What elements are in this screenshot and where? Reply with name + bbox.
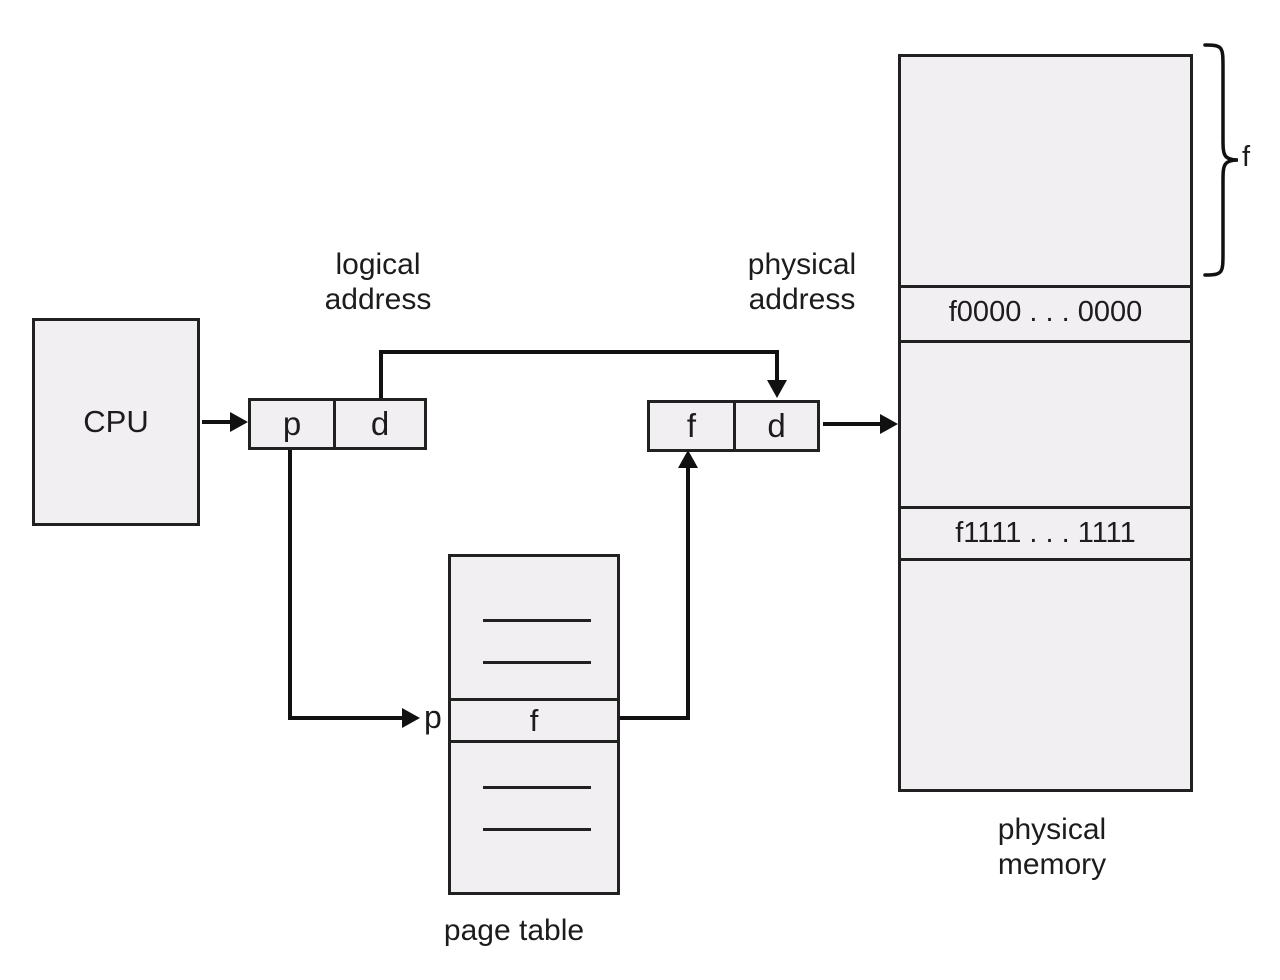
- logical-address-caption-line2: address: [324, 283, 432, 316]
- physical-memory-caption: physical memory: [952, 812, 1152, 882]
- p-to-page-table-line-down: [288, 450, 292, 718]
- physical-address-register: f d: [647, 400, 820, 452]
- page-table-selected-entry: f: [529, 703, 539, 738]
- frame-brace-label: f: [1242, 141, 1251, 173]
- memory-frame-divider: [901, 558, 1190, 561]
- page-table-box: f: [448, 554, 620, 895]
- page-table-entry-line: [483, 619, 591, 622]
- physical-memory-box: f0000 . . . 0000 f1111 . . . 1111: [898, 54, 1193, 792]
- logical-address-cells: p d: [251, 401, 424, 447]
- physical-to-memory-arrowhead-icon: [880, 414, 898, 434]
- physical-address-caption-line1: physical: [747, 248, 857, 281]
- memory-frame-start-address: f0000 . . . 0000: [948, 296, 1143, 328]
- frame-brace-icon: [1203, 43, 1239, 277]
- entry-to-frame-arrowhead-icon: [678, 450, 698, 468]
- logical-page-field: p: [251, 401, 336, 447]
- memory-frame-divider: [901, 506, 1190, 509]
- page-table-caption: page table: [443, 914, 585, 947]
- physical-address-caption-line2: address: [748, 283, 856, 316]
- p-to-page-table-line-across: [288, 716, 404, 720]
- physical-memory-caption-line1: physical: [997, 813, 1107, 846]
- memory-frame-divider: [901, 285, 1190, 288]
- cpu-to-logical-arrowhead-icon: [230, 412, 248, 432]
- logical-offset-field: d: [370, 405, 390, 442]
- page-table-entry-line: [483, 828, 591, 831]
- logical-to-physical-arrowhead-icon: [767, 380, 787, 398]
- page-table-entry-divider: [451, 740, 617, 743]
- cpu-to-logical-arrow-line: [202, 420, 232, 424]
- entry-to-frame-line-up: [686, 466, 690, 720]
- logical-address-caption-line1: logical: [335, 248, 421, 281]
- physical-frame-field: f: [650, 403, 736, 449]
- page-table-entry-line: [483, 661, 591, 664]
- physical-to-memory-arrow-line: [823, 422, 883, 426]
- memory-frame-end-address: f1111 . . . 1111: [955, 517, 1136, 549]
- logical-address-register: p d: [248, 398, 427, 450]
- logical-address-caption: logical address: [298, 247, 458, 317]
- page-table-entry-line: [483, 786, 591, 789]
- cpu-box: CPU: [32, 318, 200, 526]
- entry-to-frame-line-across: [620, 716, 690, 720]
- physical-offset-field: d: [767, 407, 786, 444]
- logical-to-physical-line-across: [379, 350, 779, 354]
- logical-to-physical-line-down: [775, 350, 779, 382]
- p-to-page-table-arrowhead-icon: [402, 708, 420, 728]
- logical-to-physical-line-up: [379, 352, 383, 398]
- memory-frame-divider: [901, 340, 1190, 343]
- physical-memory-caption-line2: memory: [997, 848, 1107, 881]
- physical-address-cells: f d: [650, 403, 817, 449]
- cpu-label: CPU: [83, 404, 149, 439]
- page-table-index-pointer-label: p: [424, 699, 442, 735]
- page-table-entry-divider: [451, 698, 617, 701]
- physical-address-caption: physical address: [722, 247, 882, 317]
